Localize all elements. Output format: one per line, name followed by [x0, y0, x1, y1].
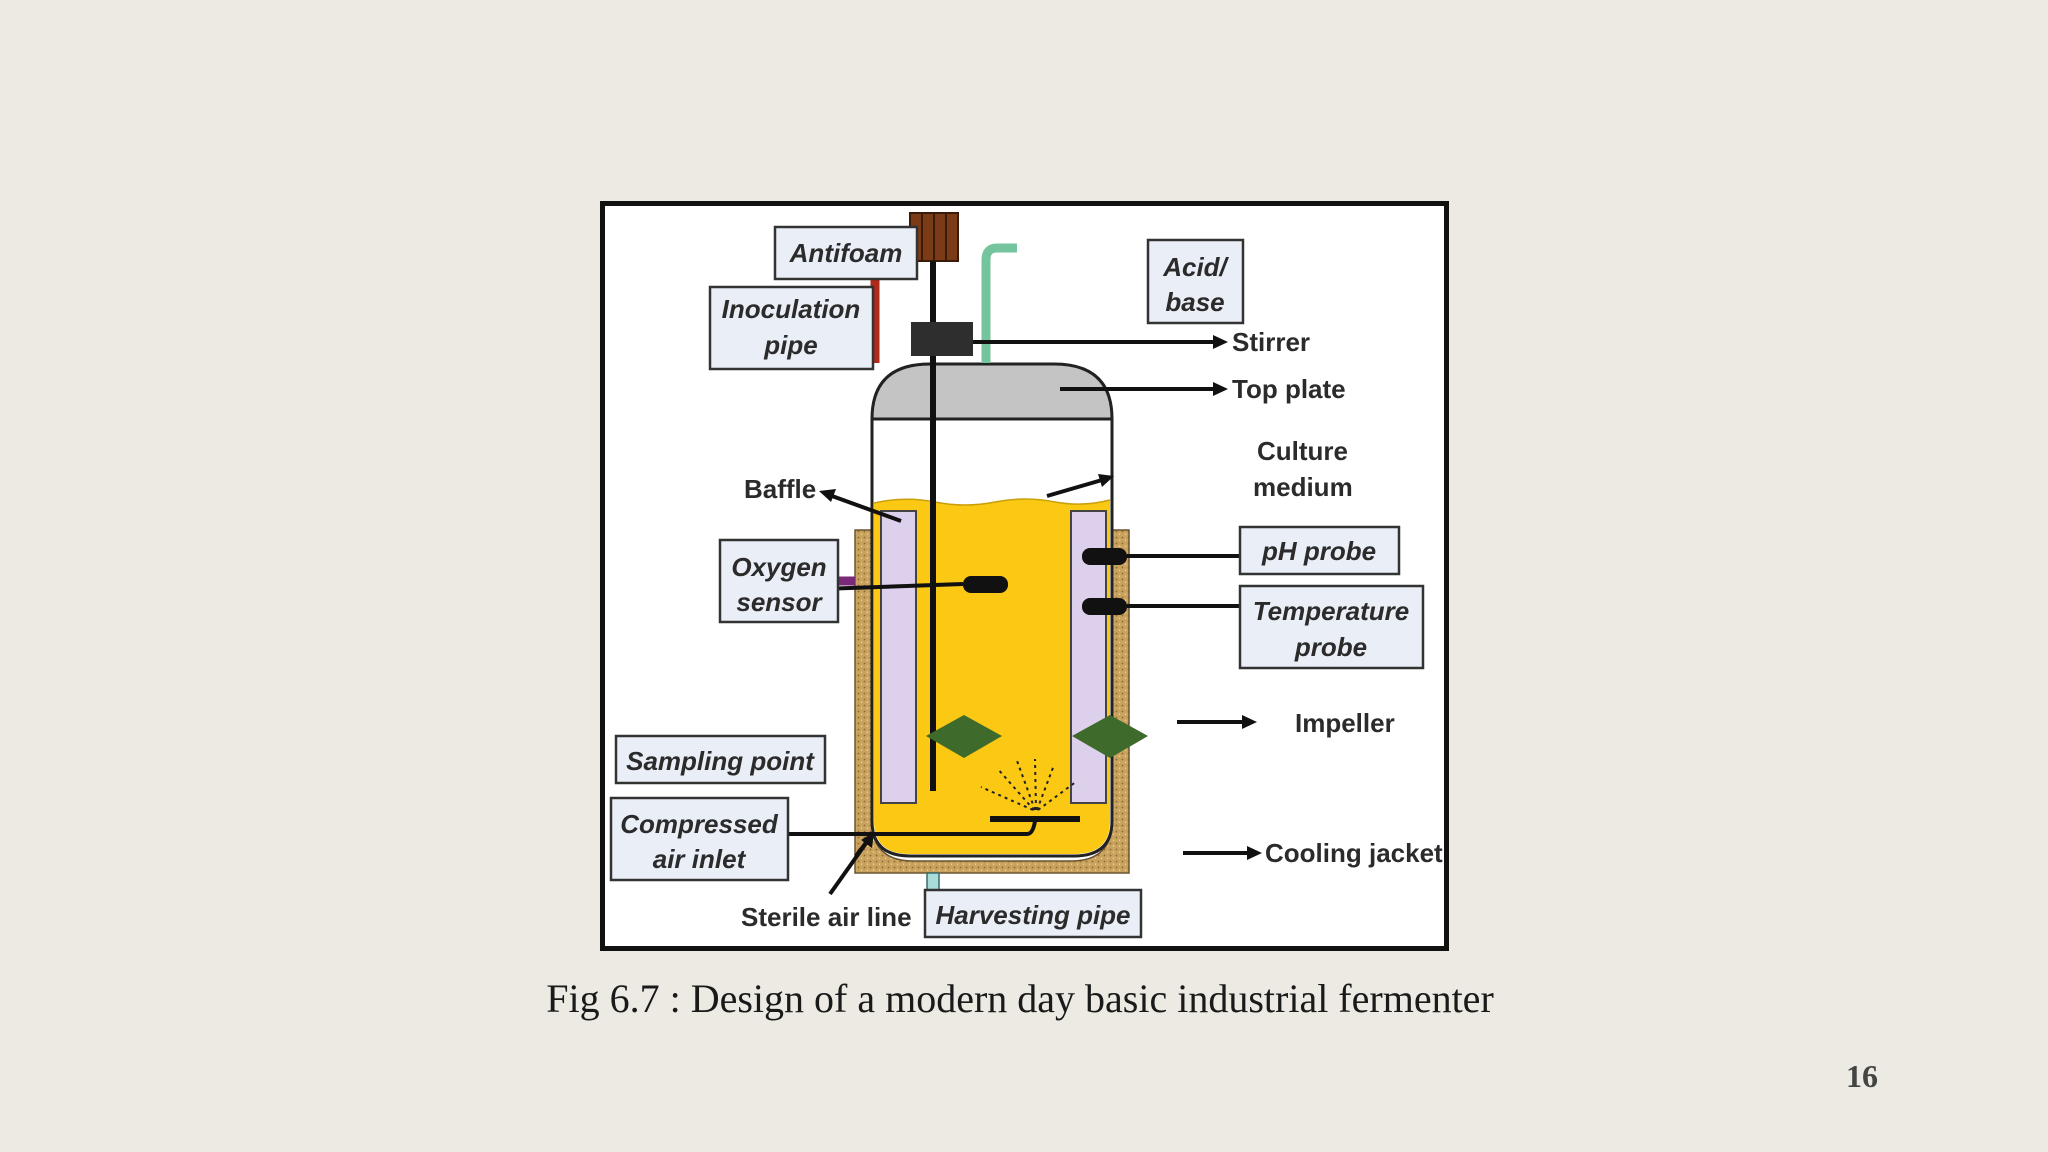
sampling-point-label: Sampling point — [626, 746, 815, 776]
page-number: 16 — [1846, 1058, 1878, 1094]
acid-base-label-box — [1146, 238, 1245, 325]
antifoam-label: Antifoam — [789, 238, 903, 268]
fermenter-diagram-frame: Antifoam Inoculation pipe Acid/ base Oxy… — [600, 201, 1449, 951]
temperature-probe-label-box — [1238, 584, 1425, 670]
oxygen-sensor-label-line1: Oxygen — [731, 552, 826, 582]
ph-probe — [1082, 548, 1127, 565]
compressed-air-label-line1: Compressed — [620, 809, 779, 839]
oxygen-sensor-label-line2: sensor — [736, 587, 823, 617]
ph-probe-label-box — [1238, 525, 1401, 576]
connector-lines — [788, 335, 1262, 896]
stirrer-bearing — [911, 322, 973, 356]
inoculation-label-line2: pipe — [763, 330, 817, 360]
sterile-air-line-label: Sterile air line — [741, 902, 912, 932]
oxygen-sensor — [963, 576, 1008, 593]
impeller-right — [1072, 715, 1148, 758]
top-plate-label: Top plate — [1232, 374, 1346, 404]
culture-medium-label-line1: Culture — [1257, 436, 1348, 466]
harvesting-pipe-label: Harvesting pipe — [935, 900, 1130, 930]
stirrer-label: Stirrer — [1232, 327, 1310, 357]
air-bubbles — [980, 757, 1078, 811]
antifoam-label-box — [773, 225, 919, 281]
sparger — [990, 816, 1080, 822]
impeller-label: Impeller — [1295, 708, 1395, 738]
impeller-left — [926, 715, 1002, 758]
ph-probe-label: pH probe — [1261, 536, 1376, 566]
oxygen-sensor-label-box — [718, 538, 840, 624]
culture-medium-label-line2: medium — [1253, 472, 1353, 502]
acid-base-label-line2: base — [1165, 287, 1224, 317]
sampling-point-label-box — [614, 734, 827, 785]
top-plate — [870, 362, 1114, 421]
stirrer-shaft — [930, 261, 936, 791]
baffle-left — [880, 510, 917, 804]
inoculation-label-line1: Inoculation — [722, 294, 861, 324]
temperature-probe-label-line2: probe — [1294, 632, 1367, 662]
baffle-label: Baffle — [744, 474, 816, 504]
compressed-air-label-box — [609, 796, 790, 882]
figure-caption: Fig 6.7 : Design of a modern day basic i… — [546, 976, 1494, 1021]
acid-base-pipe — [981, 243, 1017, 363]
fermenter-diagram: Antifoam Inoculation pipe Acid/ base Oxy… — [609, 212, 1443, 939]
cooling-jacket-label: Cooling jacket — [1265, 838, 1443, 868]
harvesting-pipe-label-box — [923, 888, 1143, 939]
inoculation-label-box — [708, 285, 875, 371]
temperature-probe-label-line1: Temperature — [1253, 596, 1410, 626]
compressed-air-label-line2: air inlet — [653, 844, 747, 874]
temperature-probe — [1082, 598, 1127, 615]
acid-base-label-line1: Acid/ — [1162, 252, 1229, 282]
